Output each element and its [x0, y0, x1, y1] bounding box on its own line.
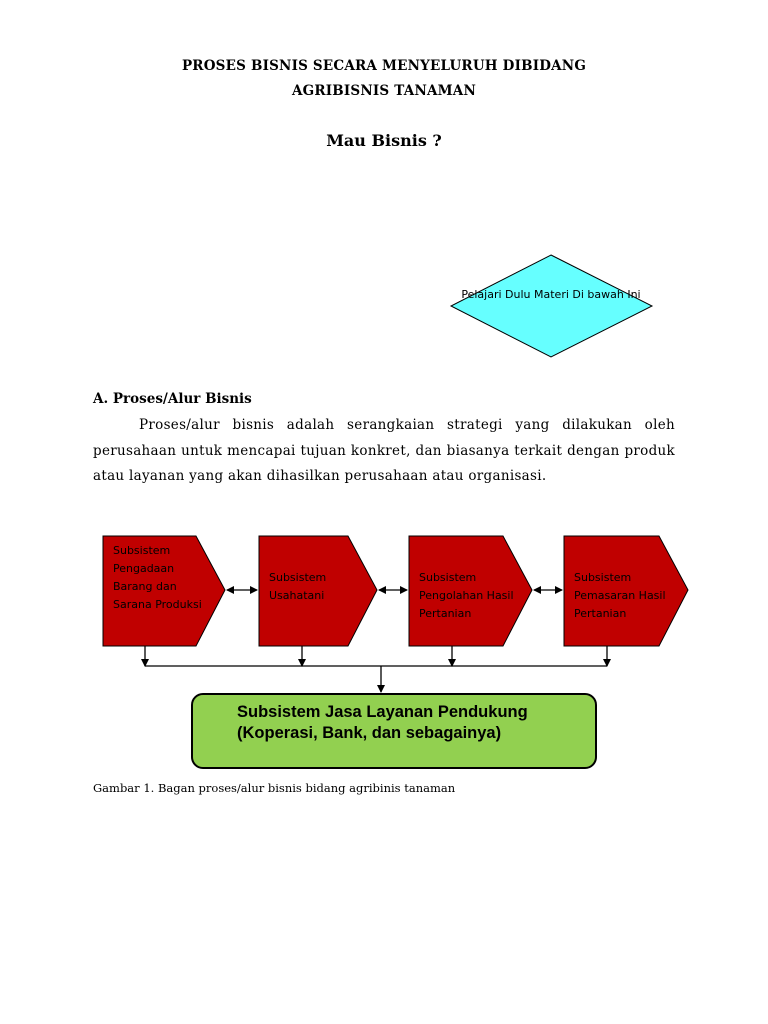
section-heading: A. Proses/Alur Bisnis — [93, 391, 252, 407]
node-usahatani-label: Subsistem Usahatani — [269, 569, 326, 605]
support-line-1: Subsistem Jasa Layanan Pendukung — [237, 703, 528, 721]
node-pemasaran-shape — [563, 535, 689, 647]
diamond-label: Pelajari Dulu Materi Di bawah Ini — [461, 288, 641, 301]
document-subtitle: Mau Bisnis ? — [326, 131, 442, 150]
support-services-box: Subsistem Jasa Layanan Pendukung (Kopera… — [191, 693, 597, 769]
node-pengolahan-label: Subsistem Pengolahan Hasil Pertanian — [419, 569, 514, 623]
document-title-line-2: AGRIBISNIS TANAMAN — [291, 83, 477, 99]
node-line: Usahatani — [269, 589, 325, 602]
node-line: Pertanian — [574, 607, 627, 620]
node-line: Pemasaran Hasil — [574, 589, 666, 602]
document-title-line-1: PROSES BISNIS SECARA MENYELURUH DIBIDANG — [181, 58, 587, 74]
start-diamond — [449, 254, 654, 358]
node-line: Subsistem — [113, 544, 171, 557]
node-line: Pengolahan Hasil — [419, 589, 514, 602]
support-line-2: (Koperasi, Bank, dan sebagainya) — [237, 724, 502, 742]
node-line: Pertanian — [419, 607, 472, 620]
node-line: Subsistem — [269, 571, 327, 584]
node-pengadaan-label: Subsistem Pengadaan Barang dan Sarana Pr… — [113, 542, 202, 614]
node-line: Pengadaan — [113, 562, 175, 575]
body-paragraph: Proses/alur bisnis adalah serangkaian st… — [93, 417, 675, 484]
node-line: Barang dan — [113, 580, 177, 593]
node-pemasaran-label: Subsistem Pemasaran Hasil Pertanian — [574, 569, 666, 623]
node-pengolahan-shape — [408, 535, 533, 647]
figure-caption: Gambar 1. Bagan proses/alur bisnis bidan… — [93, 781, 456, 795]
node-usahatani-shape — [258, 535, 378, 647]
node-line: Subsistem — [419, 571, 477, 584]
node-line: Subsistem — [574, 571, 632, 584]
node-line: Sarana Produksi — [113, 598, 202, 611]
node-pengadaan-shape — [102, 535, 226, 647]
